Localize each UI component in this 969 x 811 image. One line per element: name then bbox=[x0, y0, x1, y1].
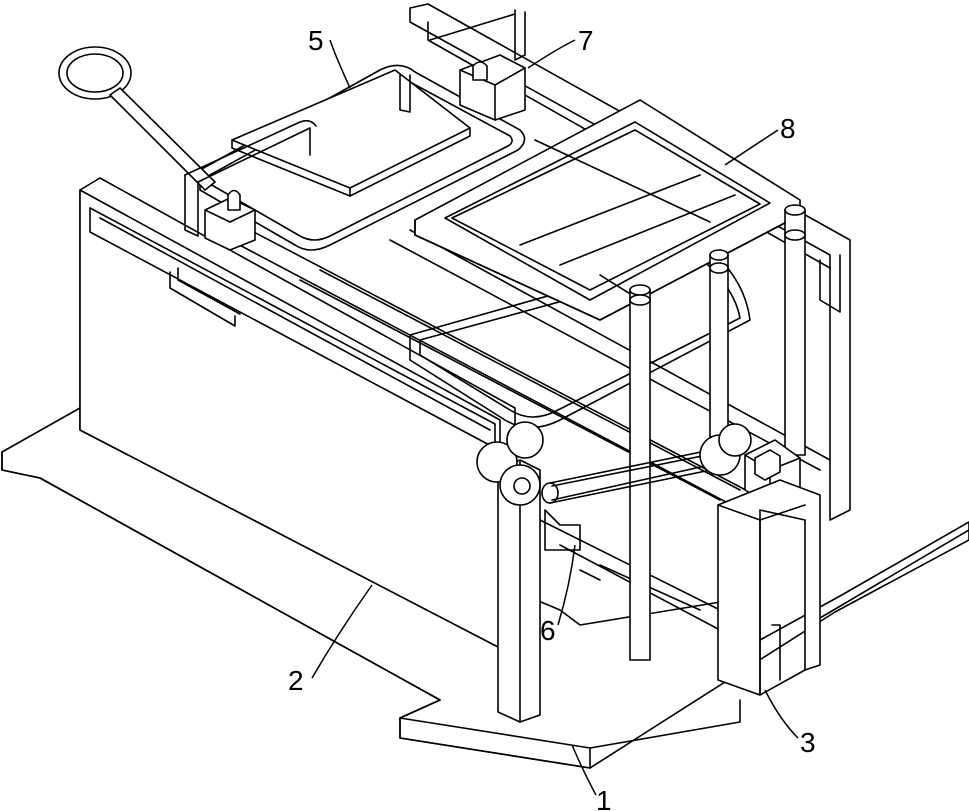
label-support: 3 bbox=[800, 727, 816, 758]
label-frame: 8 bbox=[780, 113, 796, 144]
support-column bbox=[718, 480, 820, 695]
tray-plate bbox=[232, 70, 470, 196]
label-base: 1 bbox=[596, 785, 612, 811]
label-tray: 5 bbox=[308, 25, 324, 56]
label-tank: 2 bbox=[288, 665, 304, 696]
lifting-frame bbox=[415, 100, 800, 320]
label-transmission: 6 bbox=[540, 615, 556, 646]
label-guide: 7 bbox=[578, 25, 594, 56]
